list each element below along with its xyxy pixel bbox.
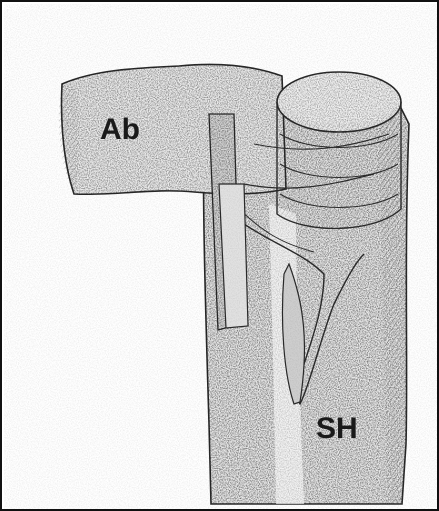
background-speckle (4, 4, 439, 511)
anatomical-illustration (4, 4, 439, 511)
label-ab: Ab (100, 115, 140, 145)
label-sh: SH (316, 414, 358, 444)
